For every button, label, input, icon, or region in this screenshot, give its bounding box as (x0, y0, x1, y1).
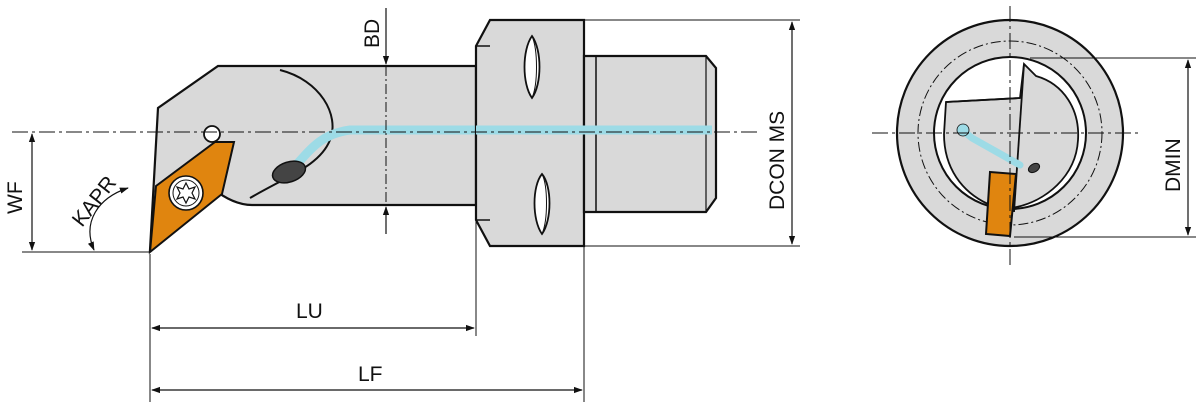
wf-dimension: WF (4, 133, 150, 253)
lf-dimension: LF (151, 246, 585, 402)
bd-dimension: BD (361, 8, 390, 234)
dcon-ms-dimension: DCON MS (584, 19, 800, 247)
clamp-hole (203, 125, 221, 143)
front-view: DMIN (872, 6, 1196, 268)
bd-label: BD (361, 19, 384, 48)
coolant-outlet (271, 160, 307, 184)
kapr-label: KAPR (68, 172, 121, 231)
side-view: BD DCON MS WF KAPR LU (4, 8, 800, 402)
dmin-label: DMIN (1162, 138, 1185, 192)
wf-label: WF (4, 181, 27, 214)
coolant-outlet-front (1027, 162, 1041, 174)
torx-screw-icon (168, 175, 204, 211)
flange-slot-upper (523, 34, 541, 100)
lu-label: LU (296, 300, 323, 323)
cutting-insert-front (984, 170, 1018, 238)
kapr-dimension: KAPR (68, 172, 129, 251)
bar-head-section (943, 62, 1079, 209)
dcon-ms-label: DCON MS (766, 111, 789, 210)
lf-label: LF (358, 363, 383, 386)
lu-dimension: LU (149, 212, 477, 402)
dmin-dimension: DMIN (1014, 57, 1196, 238)
flange-slot-lower (533, 172, 551, 236)
